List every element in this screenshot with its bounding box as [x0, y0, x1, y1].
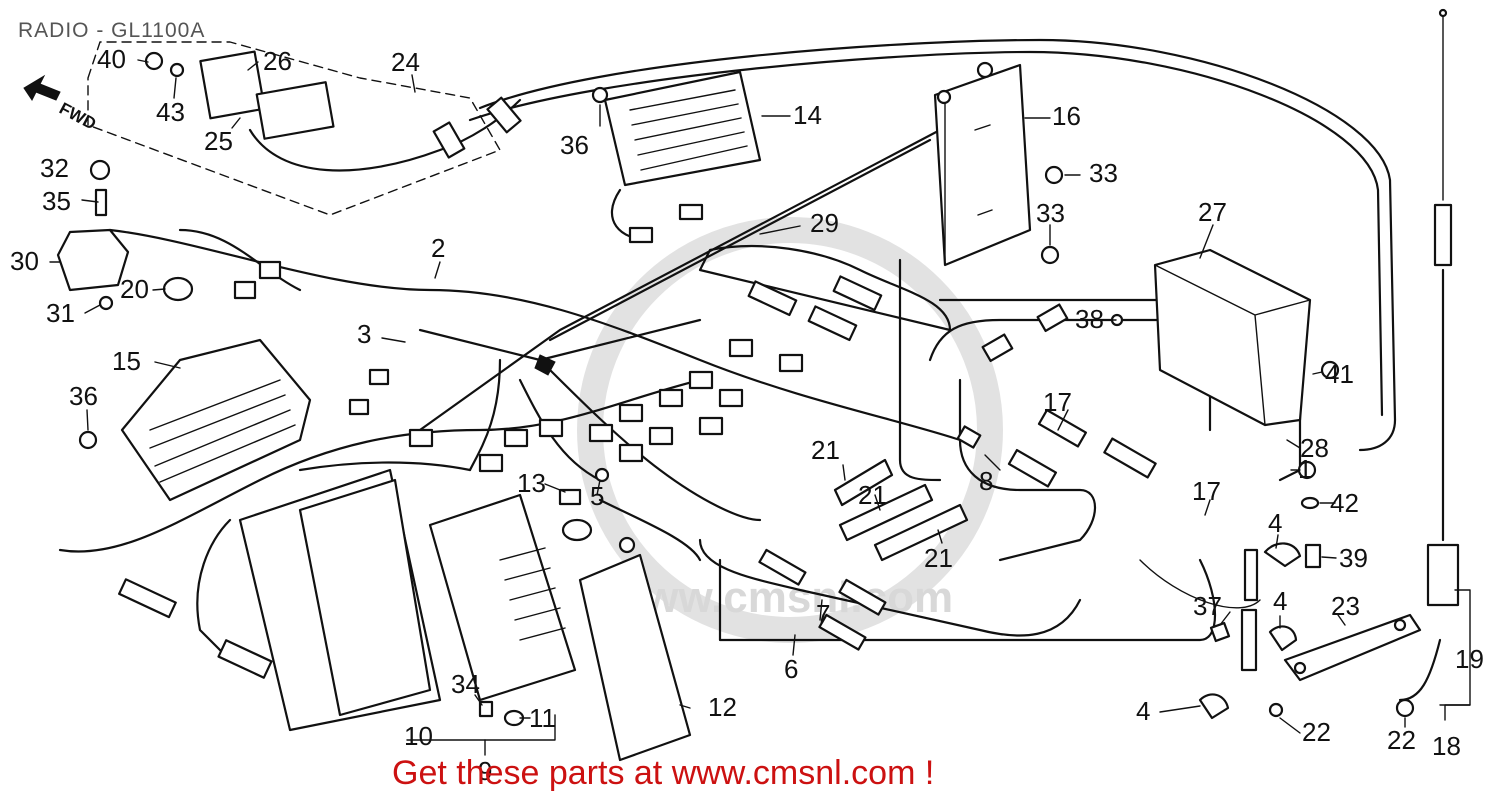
part-callouts: 1 2 3 4 4 4 5 6 7 8 9 10 11 12 13 14 15 … [10, 44, 1484, 786]
remote-switch [56, 159, 194, 311]
callout-29: 29 [810, 208, 839, 238]
speaker-left [120, 338, 312, 502]
callout-35: 35 [42, 186, 71, 216]
callout-22a: 22 [1302, 717, 1331, 747]
callout-37: 37 [1193, 591, 1222, 621]
callout-22b: 22 [1387, 725, 1416, 755]
callout-21c: 21 [924, 543, 953, 573]
diagram-title: RADIO - GL1100A [18, 19, 205, 42]
callout-11: 11 [529, 703, 556, 733]
callout-24: 24 [391, 47, 420, 77]
antenna-bracket [1283, 613, 1422, 682]
leader-lines [49, 59, 1471, 756]
callout-9: 9 [478, 756, 492, 786]
sub-assembly-outline [87, 41, 501, 216]
callout-26: 26 [263, 46, 292, 76]
wire-harness [58, 38, 1397, 662]
callout-36a: 36 [560, 130, 589, 160]
callout-31: 31 [46, 298, 75, 328]
watermark-text: www.cmsnl.com [609, 573, 953, 622]
callout-15: 15 [112, 346, 141, 376]
callout-23: 23 [1331, 591, 1360, 621]
callout-17a: 17 [1043, 387, 1072, 417]
callout-5: 5 [590, 481, 604, 511]
antenna [1398, 8, 1460, 702]
callout-42: 42 [1330, 488, 1359, 518]
callout-4c: 4 [1136, 696, 1150, 726]
callout-16: 16 [1052, 101, 1081, 131]
callout-21a: 21 [811, 435, 840, 465]
callout-32: 32 [40, 153, 69, 183]
switch-assembly [144, 50, 522, 172]
callout-3: 3 [357, 319, 371, 349]
callout-27: 27 [1198, 197, 1227, 227]
callout-18: 18 [1432, 731, 1461, 761]
control-unit [428, 493, 577, 702]
callout-33a: 33 [1089, 158, 1118, 188]
footer-link-text[interactable]: Get these parts at www.cmsnl.com ! [392, 754, 934, 792]
callout-20: 20 [120, 274, 149, 304]
cover-plate [578, 553, 692, 762]
callout-34: 34 [451, 669, 480, 699]
callout-10: 10 [404, 721, 433, 751]
callout-13: 13 [517, 468, 546, 498]
callout-38: 38 [1075, 304, 1104, 334]
callout-1: 1 [1298, 454, 1312, 484]
amplifier-box [238, 468, 442, 732]
harness-connectors [233, 96, 1069, 473]
amplifier-bracket [933, 61, 1032, 267]
callout-7: 7 [816, 599, 830, 629]
callout-12: 12 [708, 692, 737, 722]
callout-14: 14 [793, 100, 822, 130]
callout-21b: 21 [858, 480, 887, 510]
callout-6: 6 [784, 654, 798, 684]
callout-25: 25 [204, 126, 233, 156]
forward-label: FWD [56, 99, 99, 134]
callout-33b: 33 [1036, 198, 1065, 228]
callout-43: 43 [156, 97, 185, 127]
callout-40: 40 [97, 44, 126, 74]
callout-17b: 17 [1192, 476, 1221, 506]
callout-2: 2 [431, 233, 445, 263]
speaker-right [603, 70, 762, 242]
tuner-unit [1153, 248, 1312, 427]
callout-4b: 4 [1273, 586, 1287, 616]
callout-30: 30 [10, 246, 39, 276]
callout-28: 28 [1300, 433, 1329, 463]
callout-39: 39 [1339, 543, 1368, 573]
callout-36b: 36 [69, 381, 98, 411]
callout-19: 19 [1455, 644, 1484, 674]
callout-4a: 4 [1268, 508, 1282, 538]
callout-41: 41 [1325, 359, 1354, 389]
small-hardware [78, 86, 1415, 727]
callout-8: 8 [979, 466, 993, 496]
